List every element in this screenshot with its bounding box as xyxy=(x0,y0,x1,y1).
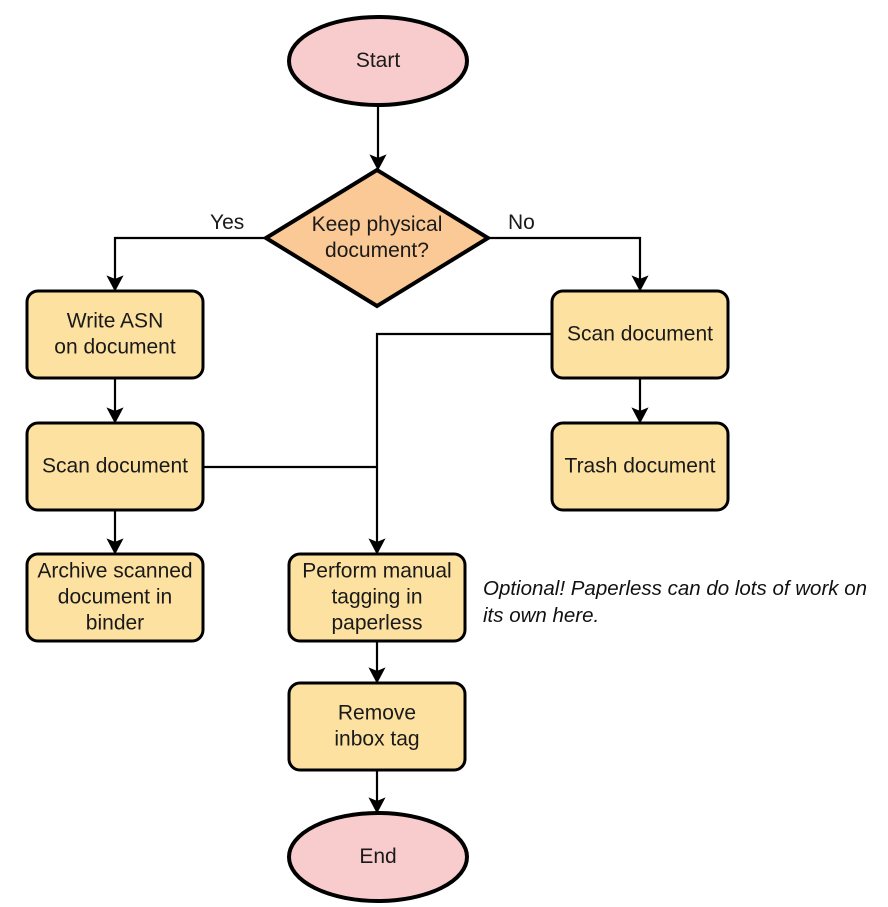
edges-layer xyxy=(106,105,649,814)
edge-label-label-yes: Yes xyxy=(210,211,244,234)
node-shape-keep-physical xyxy=(262,167,492,309)
node-trash[interactable]: Trash document xyxy=(550,421,730,512)
edge-decision-yes-to-write-asn xyxy=(106,236,266,292)
notes-layer: Optional! Paperless can do lots of work … xyxy=(483,577,867,627)
node-label-start: Start xyxy=(356,49,401,72)
node-shape-archive-binder xyxy=(25,552,205,643)
note-optional-note: Optional! Paperless can do lots of work … xyxy=(483,577,867,627)
node-end[interactable]: End xyxy=(287,811,469,903)
node-shape-manual-tagging xyxy=(287,552,467,643)
node-shape-write-asn xyxy=(25,289,205,380)
node-label-scan-left: Scan document xyxy=(42,454,188,477)
edge-scan-right-to-manual-tagging xyxy=(368,332,552,555)
node-shape-end xyxy=(287,811,469,903)
node-shape-scan-left xyxy=(25,421,205,512)
node-label-scan-right: Scan document xyxy=(567,322,713,345)
node-shape-scan-right xyxy=(550,289,730,380)
node-scan-right[interactable]: Scan document xyxy=(550,289,730,380)
edge-label-label-no: No xyxy=(508,211,535,234)
node-start[interactable]: Start xyxy=(287,15,469,107)
edge-labels-layer: Yes No xyxy=(210,211,535,234)
node-shape-start xyxy=(287,15,469,107)
node-shape-remove-inbox-tag xyxy=(287,681,467,772)
node-label-end: End xyxy=(359,845,396,868)
node-shape-trash xyxy=(550,421,730,512)
edge-decision-no-to-scan-right xyxy=(488,236,649,292)
node-scan-left[interactable]: Scan document xyxy=(25,421,205,512)
node-label-trash: Trash document xyxy=(565,454,716,477)
